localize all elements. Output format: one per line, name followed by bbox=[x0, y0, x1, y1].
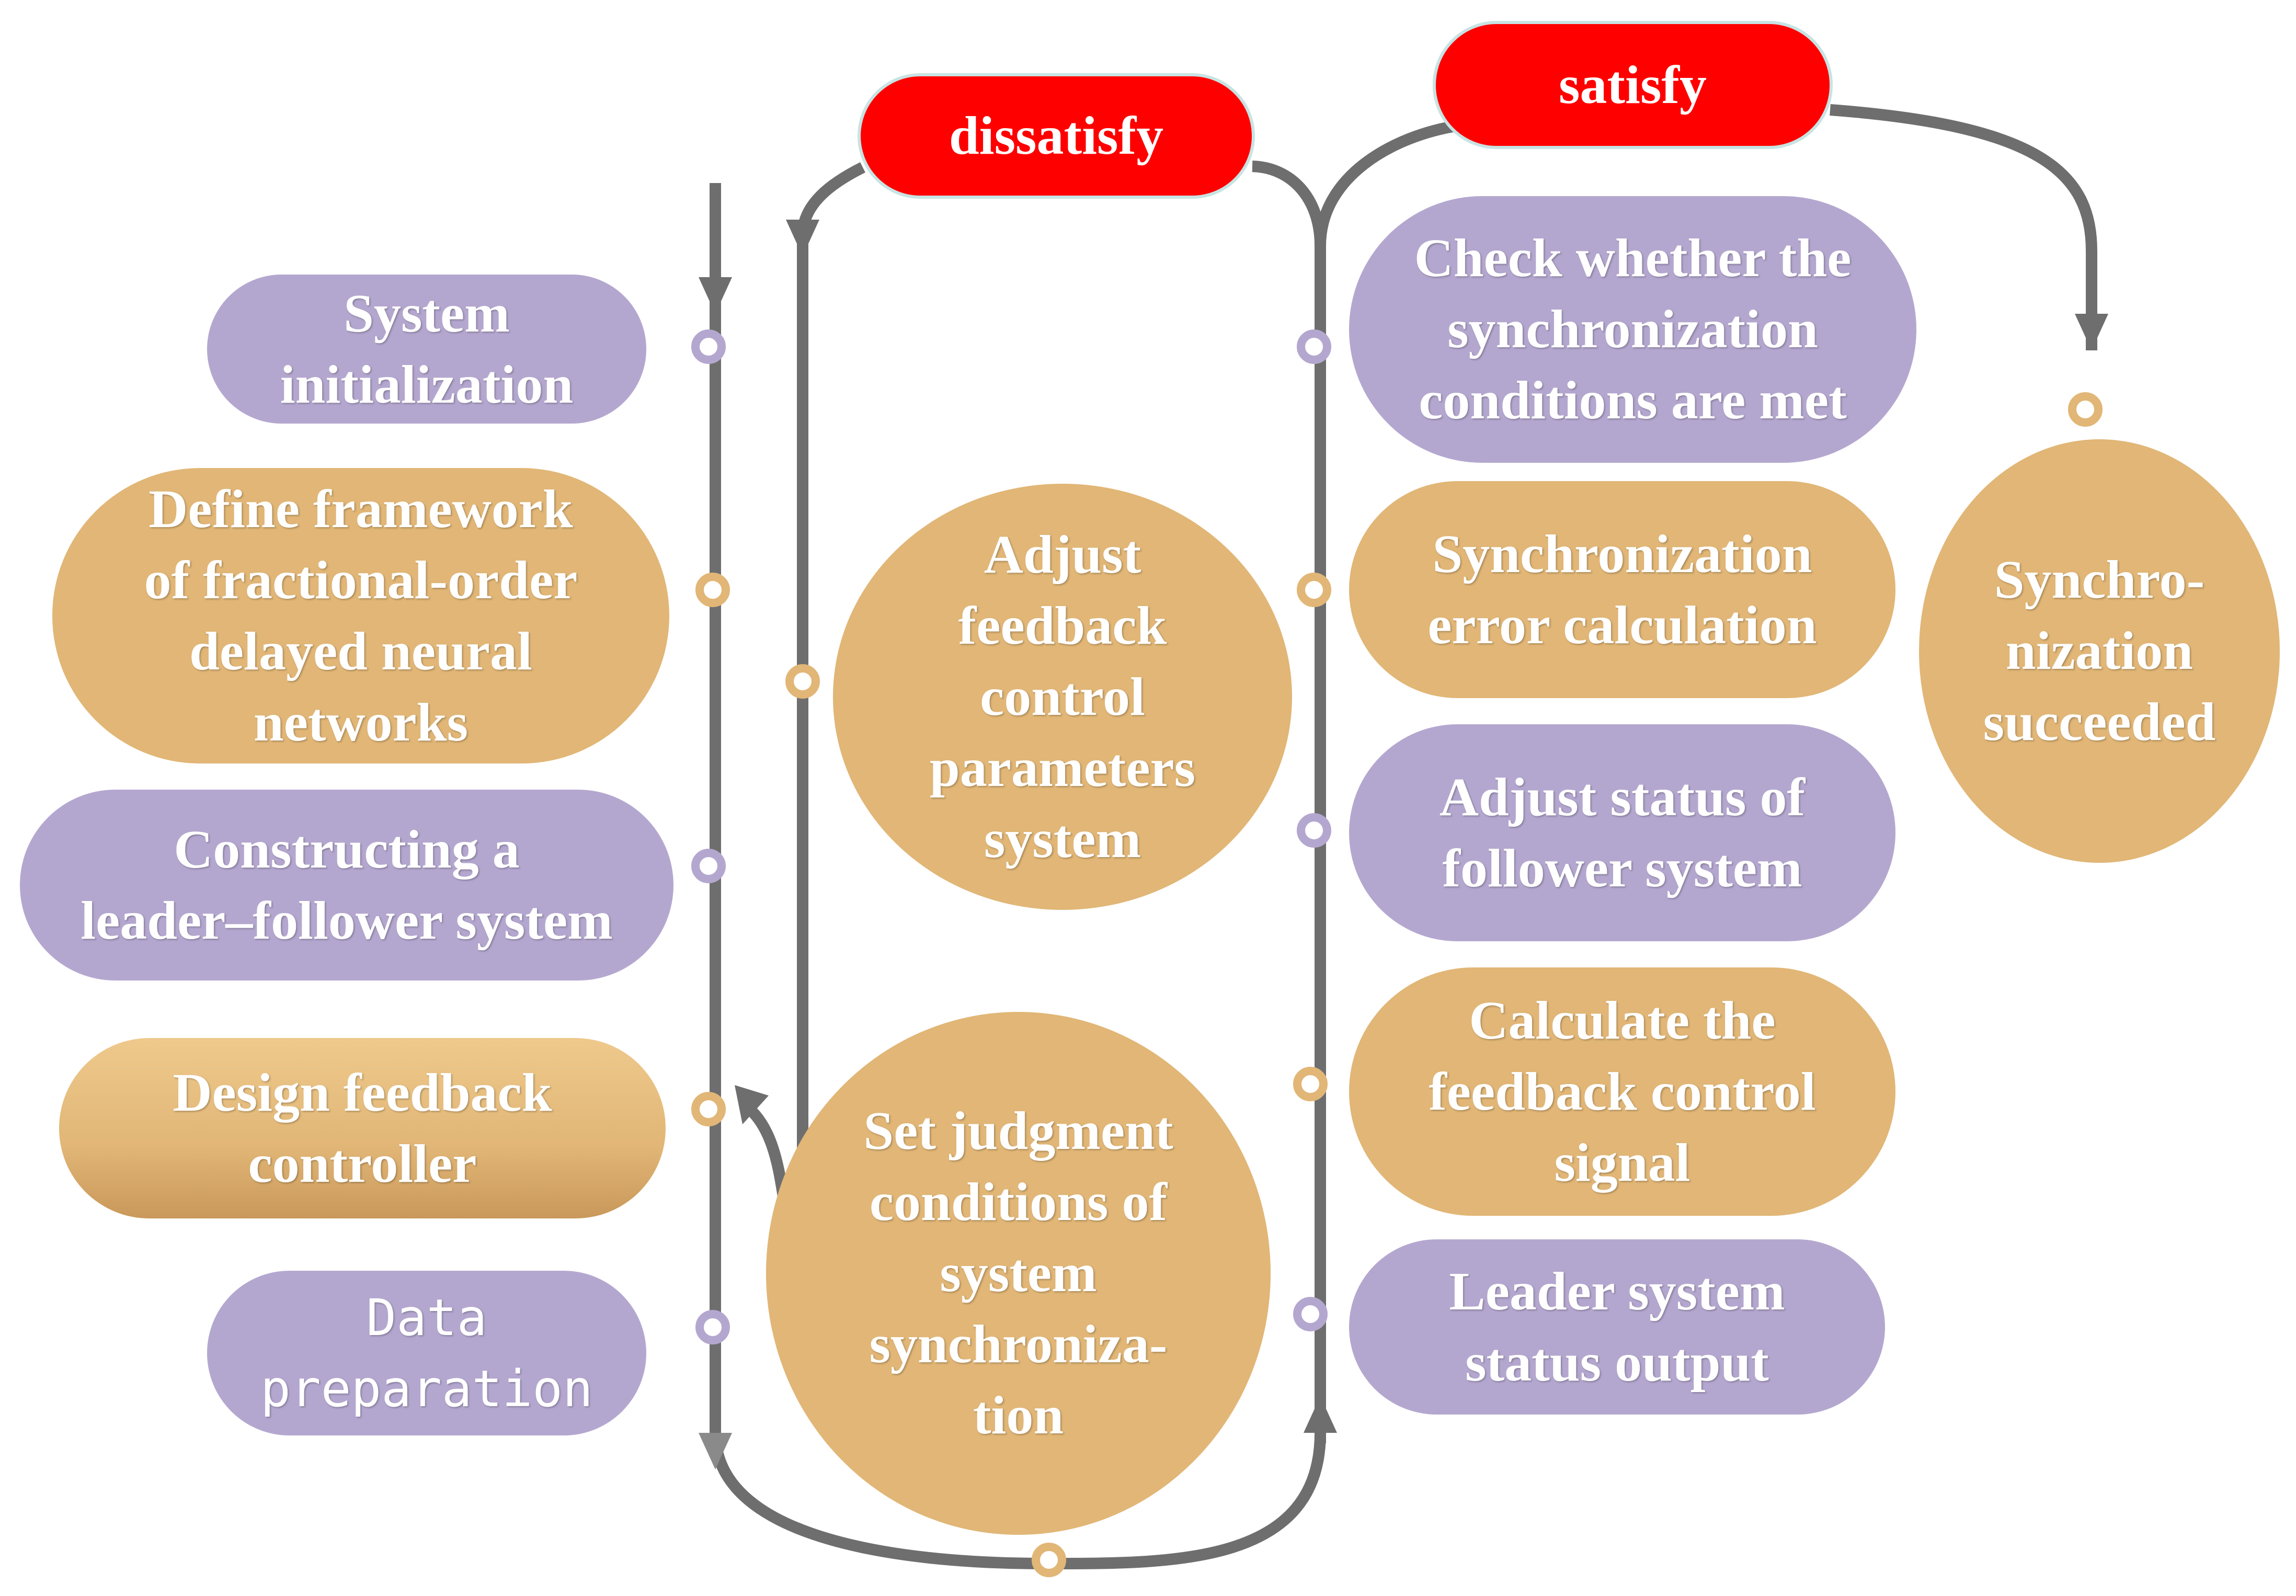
connector-dot bbox=[1297, 573, 1331, 607]
calculate-feedback-signal-label: Calculate the feedback control signal bbox=[1429, 990, 1816, 1193]
adjust-follower-status-label: Adjust status of follower system bbox=[1439, 767, 1806, 898]
sync-succeeded-node: Synchro- nization succeeded bbox=[1919, 439, 2280, 863]
sync-error-calculation-label: Synchronization error calculation bbox=[1427, 523, 1817, 655]
sync-succeeded-label: Synchro- nization succeeded bbox=[1983, 550, 2216, 752]
dissatisfy-decision: dissatisfy bbox=[858, 73, 1255, 199]
satisfy-label: satisfy bbox=[1558, 54, 1707, 115]
define-framework-node: Define framework of fractional-order del… bbox=[52, 468, 669, 763]
connector-dot bbox=[2068, 392, 2103, 427]
connector-dot bbox=[1297, 329, 1331, 364]
constructing-leader-follower-label: Constructing a leader–follower system bbox=[81, 819, 613, 951]
loop-back-arrowhead bbox=[735, 1085, 769, 1124]
satisfy-to-success-line bbox=[1830, 104, 2097, 350]
check-conditions-label: Check whether the synchronization condit… bbox=[1414, 228, 1852, 430]
to-satisfy-line bbox=[1315, 120, 1460, 246]
design-feedback-controller-label: Design feedback controller bbox=[173, 1062, 552, 1194]
leader-status-output-label: Leader system status output bbox=[1449, 1261, 1785, 1393]
leader-status-output-node: Leader system status output bbox=[1349, 1239, 1885, 1415]
dissatisfy-down-arrowhead bbox=[786, 220, 819, 256]
connector-dot bbox=[691, 329, 726, 364]
constructing-leader-follower-node: Constructing a leader–follower system bbox=[20, 790, 673, 981]
system-initialization-label: System initialization bbox=[280, 283, 574, 415]
bottom-left-arrowhead bbox=[699, 1433, 732, 1469]
connector-dot bbox=[1293, 1297, 1328, 1331]
satisfy-decision: satisfy bbox=[1433, 21, 1833, 149]
connector-dot bbox=[695, 1310, 730, 1344]
system-initialization-node: System initialization bbox=[207, 275, 646, 424]
connector-dot bbox=[695, 573, 730, 607]
to-dissatisfy-line bbox=[1252, 161, 1326, 246]
left-trunk-arrowhead bbox=[699, 277, 732, 314]
data-preparation-node: Data preparation bbox=[207, 1271, 646, 1435]
check-conditions-node: Check whether the synchronization condit… bbox=[1349, 196, 1916, 463]
connector-dot bbox=[785, 664, 820, 699]
right-trunk-arrowhead bbox=[1304, 1396, 1337, 1433]
set-judgment-conditions-node: Set judgment conditions of system synchr… bbox=[766, 1012, 1271, 1535]
connector-dot bbox=[691, 1092, 726, 1126]
calculate-feedback-signal-node: Calculate the feedback control signal bbox=[1349, 967, 1895, 1216]
connector-dot bbox=[1297, 813, 1331, 848]
sync-error-calculation-node: Synchronization error calculation bbox=[1349, 481, 1895, 698]
set-judgment-conditions-label: Set judgment conditions of system synchr… bbox=[863, 1101, 1173, 1445]
adjust-follower-status-node: Adjust status of follower system bbox=[1349, 724, 1895, 941]
connector-dot bbox=[1293, 1067, 1328, 1101]
data-preparation-label: Data preparation bbox=[260, 1288, 593, 1418]
adjust-feedback-parameters-label: Adjust feedback control parameters syste… bbox=[929, 524, 1196, 869]
connector-dot bbox=[691, 849, 726, 883]
success-arrowhead bbox=[2075, 314, 2108, 350]
adjust-feedback-parameters-node: Adjust feedback control parameters syste… bbox=[833, 484, 1292, 910]
dissatisfy-label: dissatisfy bbox=[949, 106, 1164, 166]
design-feedback-controller-node: Design feedback controller bbox=[59, 1038, 666, 1218]
define-framework-label: Define framework of fractional-order del… bbox=[144, 478, 578, 753]
connector-dot bbox=[1032, 1543, 1066, 1577]
